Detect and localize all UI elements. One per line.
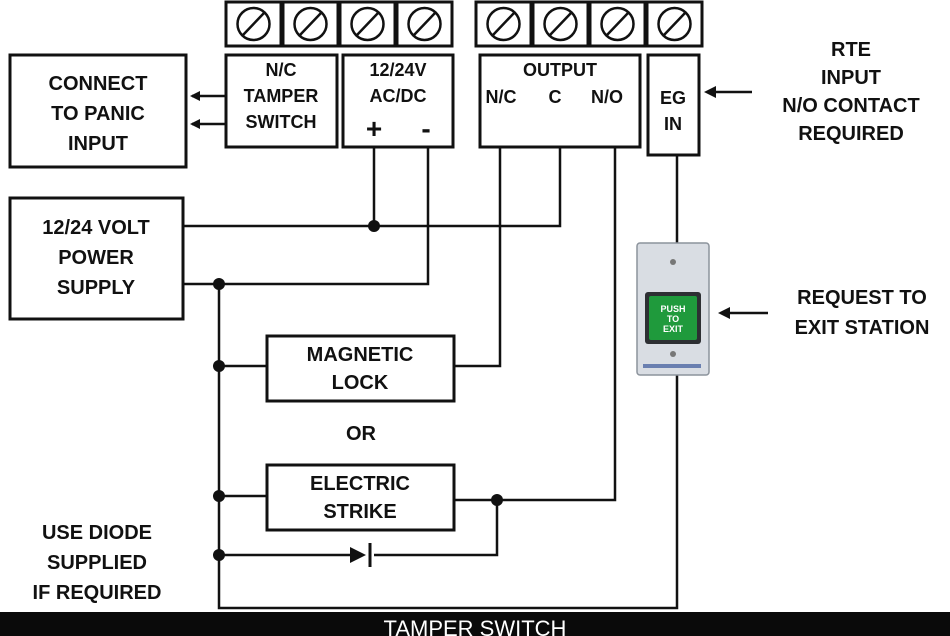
output-c-label: C <box>549 87 562 107</box>
output-title: OUTPUT <box>523 60 597 80</box>
wiring <box>183 147 679 610</box>
junction-dot <box>368 220 380 232</box>
wire-common-bus <box>217 284 679 610</box>
screw-terminal <box>281 0 340 48</box>
wire-no-strike <box>454 147 617 502</box>
plus-terminal-label: + <box>366 113 382 144</box>
wire-supply-positive <box>183 147 562 228</box>
panic-label-line: CONNECT <box>49 73 148 95</box>
push-label-line: TO <box>667 314 679 324</box>
power-terminal-block: 12/24V AC/DC + - <box>341 53 455 149</box>
power-label-line: AC/DC <box>370 86 427 106</box>
rte-station-arrow <box>718 307 768 319</box>
rte-input-arrow <box>704 86 752 98</box>
output-nc-label: N/C <box>486 87 517 107</box>
push-label-line: EXIT <box>663 324 684 334</box>
output-terminal-block: OUTPUT N/C C N/O <box>478 53 642 149</box>
eg-label-line: IN <box>664 114 682 134</box>
power-supply-box: 12/24 VOLT POWER SUPPLY <box>8 196 185 321</box>
brand-strip <box>643 364 701 368</box>
electric-strike-label-line: ELECTRIC <box>310 473 410 495</box>
terminal-screws <box>224 0 704 48</box>
wire-nc-maglock <box>454 147 502 368</box>
screw-terminal <box>588 0 647 48</box>
diode-symbol <box>350 543 372 567</box>
rte-note-line: INPUT <box>821 67 881 89</box>
panic-input-box: CONNECT TO PANIC INPUT <box>8 53 188 169</box>
panic-label-line: TO PANIC <box>51 103 145 125</box>
tamper-label-line: TAMPER <box>244 86 319 106</box>
plate-screw <box>670 259 676 265</box>
rte-note: RTE INPUT N/O CONTACT REQUIRED <box>782 39 919 145</box>
request-to-exit-station[interactable]: PUSH TO EXIT <box>636 242 710 376</box>
magnetic-lock-label-line: MAGNETIC <box>307 344 414 366</box>
magnetic-lock-label-line: LOCK <box>332 372 389 394</box>
screw-terminal <box>395 0 454 48</box>
diode-note-line: IF REQUIRED <box>33 582 162 604</box>
plate-screw <box>670 351 676 357</box>
magnetic-lock-box: MAGNETIC LOCK <box>265 334 456 403</box>
minus-terminal-label: - <box>421 113 430 144</box>
power-label-line: 12/24V <box>369 60 426 80</box>
junction-dot <box>213 360 225 372</box>
tamper-label-line: N/C <box>266 60 297 80</box>
screw-terminal <box>531 0 590 48</box>
screw-terminal <box>338 0 397 48</box>
footer-caption-bar: TAMPER SWITCH <box>0 612 950 636</box>
screw-terminal <box>645 0 704 48</box>
rte-note-line: RTE <box>831 39 871 61</box>
power-supply-label-line: SUPPLY <box>57 277 136 299</box>
power-supply-label-line: POWER <box>58 247 134 269</box>
wire-minus <box>183 147 430 286</box>
or-label: OR <box>346 423 377 445</box>
rte-station-note-line: EXIT STATION <box>795 317 930 339</box>
rte-note-line: REQUIRED <box>798 123 904 145</box>
push-to-exit-button[interactable] <box>649 296 697 340</box>
diode-note-line: USE DIODE <box>42 522 152 544</box>
footer-caption: TAMPER SWITCH <box>383 616 567 636</box>
push-label-line: PUSH <box>660 304 685 314</box>
electric-strike-label-line: STRIKE <box>323 501 396 523</box>
electric-strike-box: ELECTRIC STRIKE <box>265 463 456 532</box>
request-to-exit-note: REQUEST TO EXIT STATION <box>795 287 930 339</box>
eg-label-line: EG <box>660 88 686 108</box>
eg-in-terminal-block: EG IN <box>646 53 701 157</box>
diode-note-line: SUPPLIED <box>47 552 147 574</box>
panic-label-line: INPUT <box>68 133 128 155</box>
junction-dot <box>213 490 225 502</box>
rte-note-line: N/O CONTACT <box>782 95 919 117</box>
output-no-label: N/O <box>591 87 623 107</box>
tamper-terminal-block: N/C TAMPER SWITCH <box>224 53 339 149</box>
power-supply-label-line: 12/24 VOLT <box>42 217 149 239</box>
rte-station-note-line: REQUEST TO <box>797 287 927 309</box>
diode-note: USE DIODE SUPPLIED IF REQUIRED <box>33 522 162 604</box>
screw-terminal <box>474 0 533 48</box>
tamper-label-line: SWITCH <box>246 112 317 132</box>
panic-arrows <box>190 91 226 129</box>
junction-dot <box>213 549 225 561</box>
screw-terminal <box>224 0 283 48</box>
wiring-diagram: N/C TAMPER SWITCH 12/24V AC/DC + - OUTPU… <box>8 0 930 610</box>
